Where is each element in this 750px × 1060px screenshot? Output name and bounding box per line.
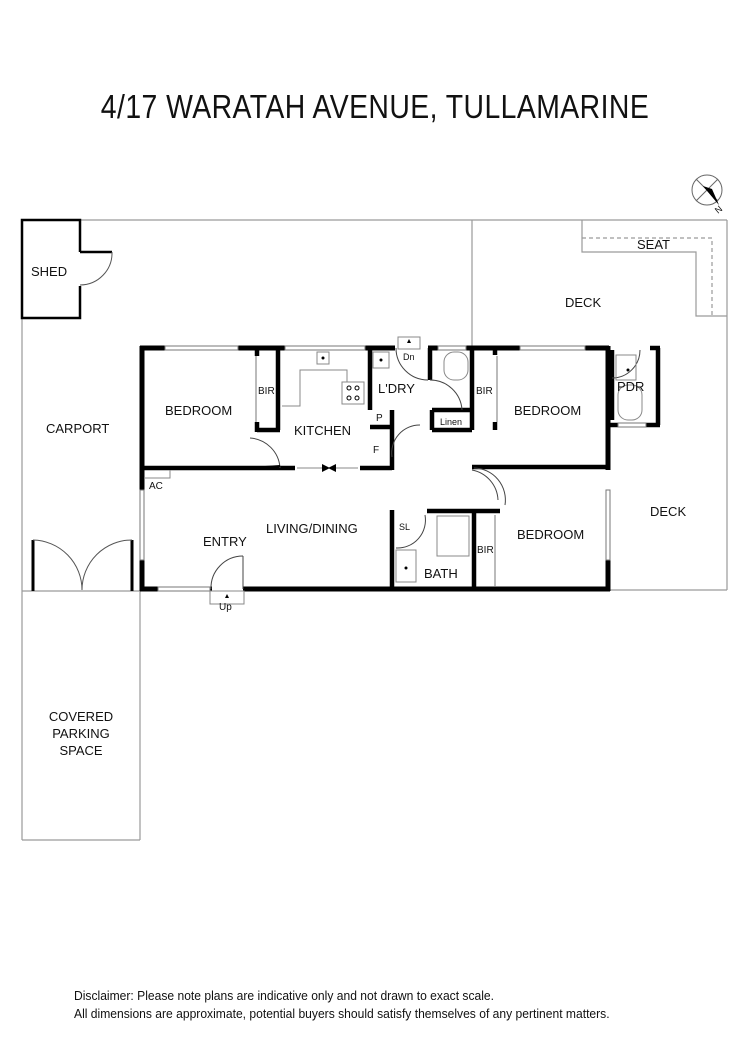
label-bir-2: BIR xyxy=(476,386,493,397)
label-bedroom-3: BEDROOM xyxy=(517,527,584,542)
label-sl: SL xyxy=(399,522,410,532)
windows xyxy=(139,345,611,592)
kitchen-fixtures xyxy=(209,336,643,605)
label-ac: AC xyxy=(149,481,163,492)
label-covered-parking-2: PARKING xyxy=(52,726,110,741)
label-carport: CARPORT xyxy=(46,421,109,436)
carport-gates xyxy=(31,539,134,591)
label-step-down: Dn xyxy=(403,352,415,362)
label-covered-parking-3: SPACE xyxy=(59,743,102,758)
label-pantry: P xyxy=(376,413,383,424)
sliding-door-arrows xyxy=(297,464,358,472)
label-deck-top: DECK xyxy=(565,295,601,310)
label-bedroom-1: BEDROOM xyxy=(165,403,232,418)
label-laundry: L'DRY xyxy=(378,381,415,396)
site-boundary xyxy=(21,219,728,841)
label-seat: SEAT xyxy=(637,237,670,252)
disclaimer-line-1: Disclaimer: Please note plans are indica… xyxy=(74,988,495,1003)
label-shed: SHED xyxy=(31,264,67,279)
label-living-dining: LIVING/DINING xyxy=(266,521,358,536)
shed xyxy=(20,218,113,320)
label-pdr: PDR xyxy=(617,379,644,394)
disclaimer-line-2: All dimensions are approximate, potentia… xyxy=(74,1006,610,1021)
label-deck-right: DECK xyxy=(650,504,686,519)
bir-doors xyxy=(255,356,498,587)
door-swings xyxy=(210,347,641,590)
label-bedroom-2: BEDROOM xyxy=(514,403,581,418)
label-covered-parking-1: COVERED xyxy=(49,709,113,724)
interior-walls xyxy=(142,345,661,589)
disclaimer: Disclaimer: Please note plans are indica… xyxy=(74,987,688,1023)
label-entry: ENTRY xyxy=(203,534,247,549)
label-kitchen: KITCHEN xyxy=(294,423,351,438)
label-bir-3: BIR xyxy=(477,545,494,556)
north-arrow-compass-icon: N xyxy=(691,174,724,216)
page-title: 4/17 WARATAH AVENUE, TULLAMARINE xyxy=(100,88,650,125)
compass-north-label: N xyxy=(713,204,724,216)
label-bath: BATH xyxy=(424,566,458,581)
label-bir-1: BIR xyxy=(258,386,275,397)
label-linen: Linen xyxy=(440,417,462,427)
label-fridge: F xyxy=(373,445,379,456)
label-step-up: Up xyxy=(219,602,232,613)
